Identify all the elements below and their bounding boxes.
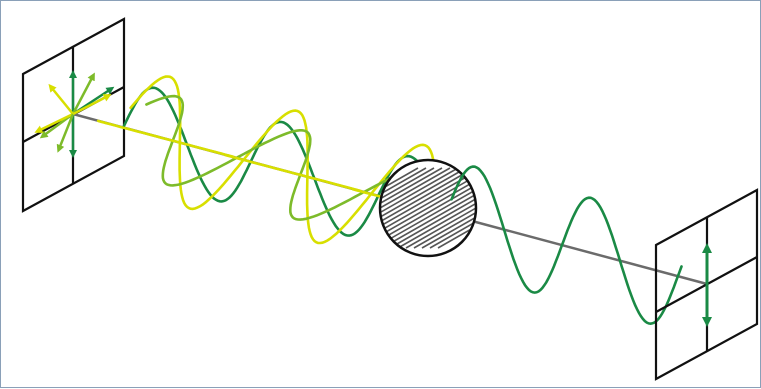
output-panel [656,190,757,379]
